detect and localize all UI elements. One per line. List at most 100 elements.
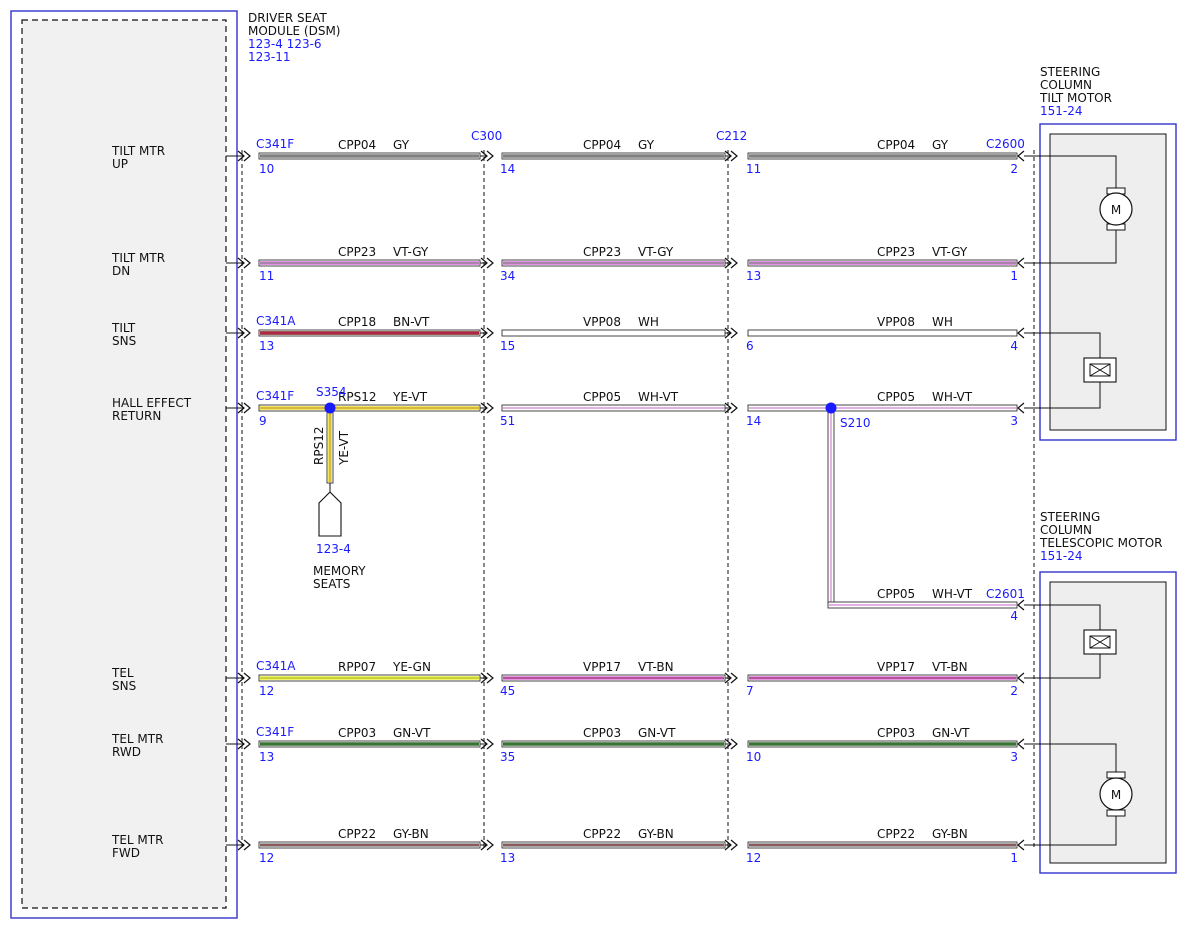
tilt-motor: STEERING COLUMN TILT MOTOR 151-24 M <box>1030 65 1177 441</box>
pin-label: SNS <box>112 334 136 348</box>
wire-color-code: VT-GY <box>393 245 429 259</box>
connector-arrow <box>1017 599 1025 611</box>
wire-color-code: GY-BN <box>393 827 429 841</box>
connector-arrow-head <box>237 402 245 414</box>
connector-arrow-tail <box>486 257 494 269</box>
connector-arrow-head <box>724 150 732 162</box>
tele-motor-name-3: TELESCOPIC MOTOR <box>1039 536 1163 550</box>
connector-arrow-head <box>1017 599 1025 611</box>
pin-label: HALL EFFECT <box>112 396 192 410</box>
tilt-motor-inner <box>1049 133 1167 431</box>
connector-arrow-head <box>1017 672 1025 684</box>
connector-arrow-tail <box>243 738 251 750</box>
pin-label: TILT MTR <box>111 251 165 265</box>
connector-arrow-head <box>480 672 488 684</box>
tele-motor-stub-bottom <box>1106 809 1126 817</box>
dsm-outline <box>10 10 238 919</box>
pin-number: 15 <box>500 339 515 353</box>
connector-c341[interactable]: C341A <box>256 659 296 673</box>
pin-number: 12 <box>259 851 274 865</box>
connector-c2601[interactable]: C2601 <box>986 587 1025 601</box>
connector-c341[interactable]: C341F <box>256 389 294 403</box>
connector-c300[interactable]: C300 <box>471 129 502 143</box>
wire-color-code: WH <box>932 315 953 329</box>
tilt-motor-name-2: COLUMN <box>1040 78 1092 92</box>
connector-c212[interactable]: C212 <box>716 129 747 143</box>
connector-arrow-head <box>237 672 245 684</box>
connector-c341[interactable]: C341F <box>256 137 294 151</box>
tele-motor-inner <box>1049 581 1167 864</box>
tele-motor-name-2: COLUMN <box>1040 523 1092 537</box>
pin-label: FWD <box>112 846 140 860</box>
circuit-number: VPP08 <box>877 315 915 329</box>
wire-color-code: WH <box>638 315 659 329</box>
wire-color-code: VT-BN <box>932 660 968 674</box>
tilt-sensor-wire-bottom <box>1030 382 1101 409</box>
wire-color-code: BN-VT <box>393 315 430 329</box>
splice-s354-label[interactable]: S354 <box>316 385 347 399</box>
pin-label: TILT <box>111 321 136 335</box>
connector-arrow-tail <box>730 738 738 750</box>
pin-number: 4 <box>1010 609 1018 623</box>
dsm-ref-1[interactable]: 123-4 123-6 <box>248 37 322 51</box>
connector-arrow-head <box>480 738 488 750</box>
circuit-number: CPP22 <box>338 827 376 841</box>
pin-number: 4 <box>1010 339 1018 353</box>
splice-s210-label[interactable]: S210 <box>840 416 871 430</box>
pin-number: 35 <box>500 750 515 764</box>
connector-boundaries <box>241 150 1035 850</box>
circuit-number: CPP04 <box>877 138 915 152</box>
connector-c341[interactable]: C341A <box>256 314 296 328</box>
wire-color-code: VT-GY <box>932 245 968 259</box>
connector-arrow-head <box>1017 150 1025 162</box>
wire-color-code: GN-VT <box>638 726 676 740</box>
pin-number: 6 <box>746 339 754 353</box>
wire-color-code: GN-VT <box>932 726 970 740</box>
tilt-motor-wire-up <box>1030 155 1117 188</box>
connector-arrow-head <box>724 738 732 750</box>
tilt-motor-ref[interactable]: 151-24 <box>1040 104 1083 118</box>
connector-arrow-head <box>480 839 488 851</box>
pin-number: 45 <box>500 684 515 698</box>
wire-color-code: WH-VT <box>638 390 679 404</box>
connector-arrow <box>1017 257 1025 269</box>
wire-color-code: VT-GY <box>638 245 674 259</box>
pin-number: 13 <box>259 339 274 353</box>
circuit-number: CPP03 <box>338 726 376 740</box>
connector-arrow-head <box>480 150 488 162</box>
connector-arrow-head <box>237 738 245 750</box>
tilt-motor-outline <box>1039 123 1177 441</box>
tele-motor-icon <box>1099 777 1133 811</box>
wire-color-code: GY-BN <box>932 827 968 841</box>
tilt-motor-glyph: M <box>1111 203 1121 217</box>
pin-number: 1 <box>1010 851 1018 865</box>
memory-seats-ref[interactable]: 123-4 <box>316 542 351 556</box>
tele-motor-ref[interactable]: 151-24 <box>1040 549 1083 563</box>
connector-arrow-head <box>1017 327 1025 339</box>
pin-number: 7 <box>746 684 754 698</box>
connector-arrow-head <box>724 257 732 269</box>
circuit-number: CPP04 <box>338 138 376 152</box>
pin-number: 12 <box>746 851 761 865</box>
tele-motor-wire-fwd <box>1030 816 1117 846</box>
splice-s354-color: YE-VT <box>337 430 351 466</box>
hall-sensor-icon <box>1083 629 1117 655</box>
pin-label: DN <box>112 264 130 278</box>
connector-arrow-head <box>724 402 732 414</box>
pin-label: RWD <box>112 745 141 759</box>
memory-seats-name-1: MEMORY <box>313 564 366 578</box>
circuit-number: CPP04 <box>583 138 621 152</box>
tilt-motor-name-1: STEERING <box>1040 65 1100 79</box>
memory-seats-branch: 123-4 MEMORY SEATS <box>313 491 366 591</box>
connector-c2600[interactable]: C2600 <box>986 137 1025 151</box>
splice-s354-dot[interactable] <box>324 402 336 414</box>
dsm-ref-2[interactable]: 123-11 <box>248 50 291 64</box>
connector-c341[interactable]: C341F <box>256 725 294 739</box>
connector-arrow-tail <box>730 672 738 684</box>
tele-motor-name-1: STEERING <box>1040 510 1100 524</box>
circuit-number: RPS12 <box>338 390 376 404</box>
splice-s210-dot[interactable] <box>825 402 837 414</box>
circuit-number: CPP03 <box>877 726 915 740</box>
pin-number: 13 <box>500 851 515 865</box>
circuit-number: VPP17 <box>583 660 621 674</box>
